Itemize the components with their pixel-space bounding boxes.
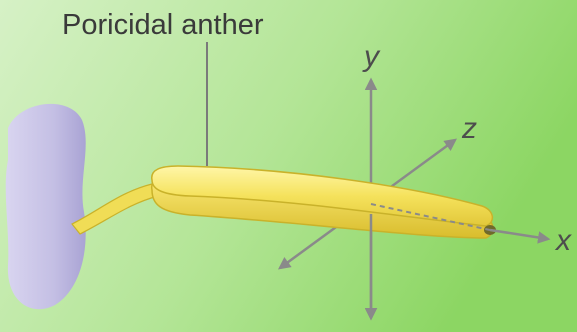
petal	[6, 104, 86, 309]
x-axis-label: x	[554, 224, 572, 257]
y-axis-label: y	[362, 40, 381, 73]
callout-label: Poricidal anther	[62, 9, 264, 41]
z-axis-label: z	[461, 112, 477, 145]
